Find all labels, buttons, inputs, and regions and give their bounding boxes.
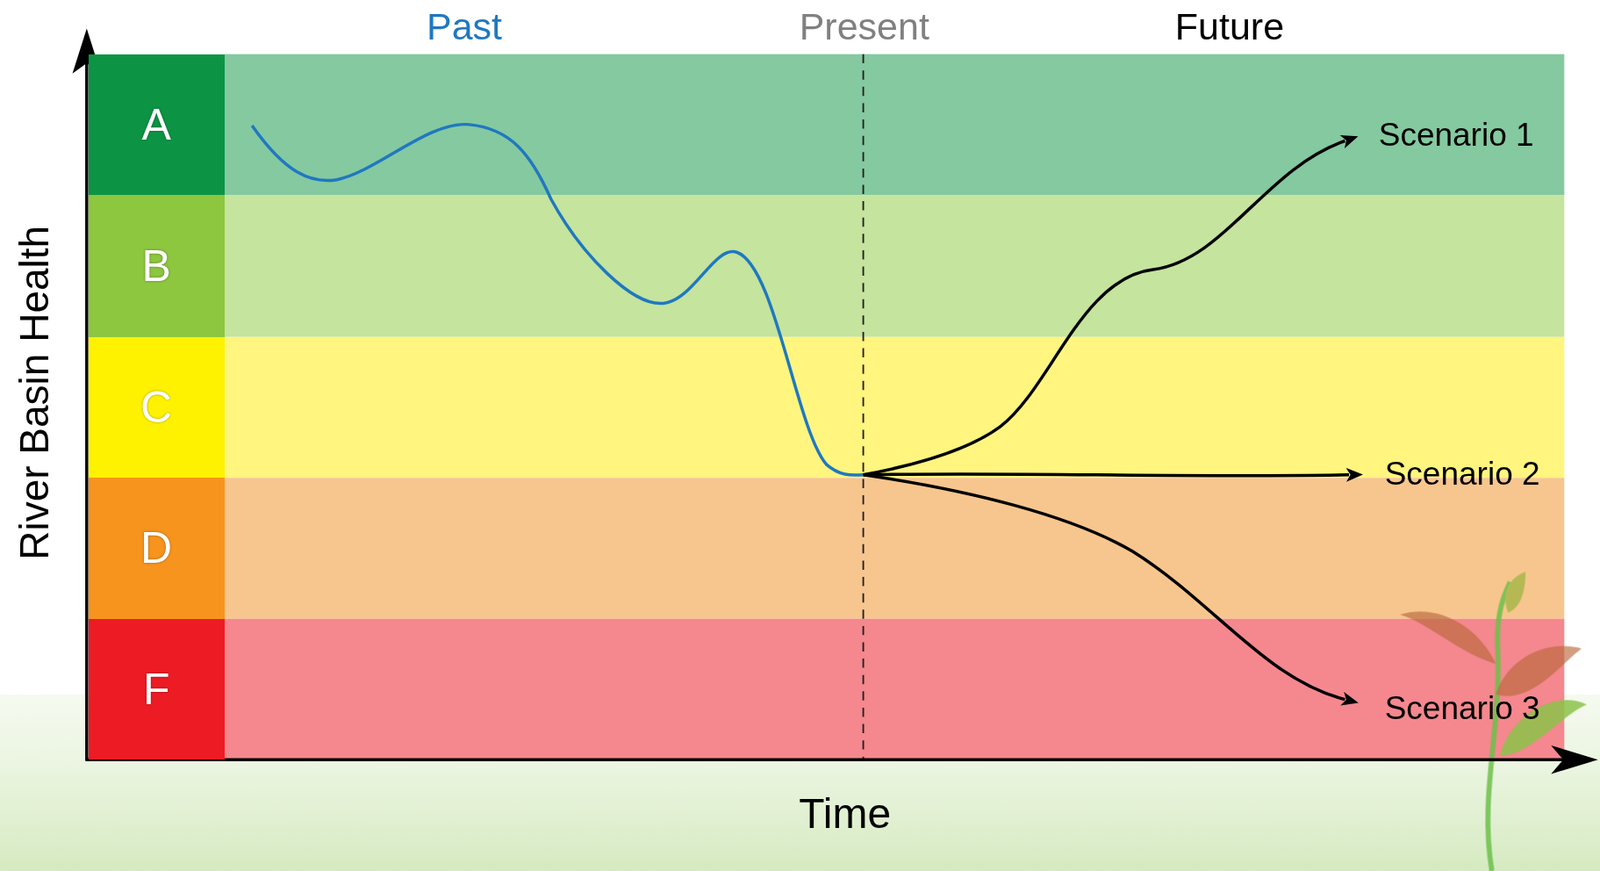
grade-cell: F [88, 618, 225, 760]
period-heading: Past [426, 6, 503, 48]
x-axis [86, 757, 1572, 761]
band-b [224, 194, 1565, 338]
band-f [224, 618, 1565, 760]
scenario-1-curve [863, 140, 1346, 474]
scenario-2-curve [863, 473, 1349, 476]
grade-cell: C [88, 337, 225, 478]
band-c [224, 337, 1565, 478]
grade-cell: A [88, 54, 225, 195]
grade-letter: D [140, 525, 173, 570]
present-line [862, 54, 865, 761]
grade-letter: B [141, 243, 171, 288]
band-d [224, 477, 1565, 618]
band-a [224, 54, 1565, 195]
x-axis-head [1550, 745, 1598, 775]
grade-letter: A [141, 102, 171, 147]
grade-cell: B [88, 194, 225, 338]
grade-cell: D [88, 477, 225, 618]
scenario-3-curve [863, 474, 1346, 700]
period-heading: Present [799, 6, 930, 48]
scenario-label: Scenario 1 [1378, 117, 1535, 154]
grade-letter: C [140, 385, 173, 430]
axis-title: River Basin Health [12, 225, 58, 560]
scenario-label: Scenario 2 [1384, 456, 1541, 493]
scenario-label: Scenario 3 [1384, 690, 1541, 727]
period-heading: Future [1175, 6, 1285, 48]
past-curve [251, 124, 863, 476]
grade-letter: F [143, 667, 171, 711]
axis-title: Time [798, 790, 891, 838]
